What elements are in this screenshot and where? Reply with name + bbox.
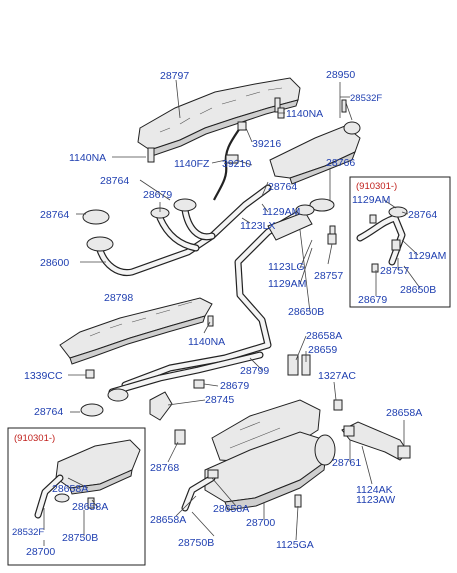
- label-28764-a: 28764: [100, 175, 129, 187]
- label-28659: 28659: [308, 344, 337, 356]
- label-28797: 28797: [160, 70, 189, 82]
- label-28658a-c: 28658A: [150, 514, 186, 526]
- label-28658a-a: 28658A: [306, 330, 342, 342]
- label-1124ak: 1124AK: [356, 484, 393, 496]
- label-28658a-f: 28658A: [72, 501, 108, 513]
- label-1339cc: 1339CC: [24, 370, 63, 382]
- hanger-28659: [287, 354, 343, 411]
- label-1140fz: 1140FZ: [174, 158, 210, 170]
- hanger-bracket-28761: [341, 421, 411, 461]
- inset-box-910301-left: [7, 427, 146, 566]
- label-inset-28764: 28764: [408, 209, 437, 221]
- label-28766: 28766: [326, 157, 355, 169]
- part-labels: 28797 28950 28532F 1140NA 1140NA 39216 1…: [12, 69, 446, 558]
- label-28650b-a: 28650B: [288, 306, 324, 318]
- label-date-inset-right: (910301-): [356, 181, 397, 192]
- inset-right-parts: [356, 206, 408, 273]
- label-28600: 28600: [40, 257, 69, 269]
- label-28750b-b: 28750B: [62, 532, 98, 544]
- label-28679-b: 28679: [220, 380, 249, 392]
- label-28764-d: 28764: [34, 406, 63, 418]
- label-28658a-d: 28658A: [213, 503, 249, 515]
- label-1140na-mid: 1140NA: [188, 336, 225, 348]
- label-1125ga: 1125GA: [276, 539, 314, 551]
- label-1123aw: 1123AW: [356, 494, 395, 506]
- label-28799: 28799: [240, 365, 269, 377]
- label-date-inset-left: (910301-): [14, 433, 55, 444]
- label-28532f-top: 28532F: [350, 93, 382, 104]
- heat-shield-28797: [137, 77, 301, 163]
- label-inset-1129am-b: 1129AM: [408, 250, 446, 262]
- leader-lines: [43, 79, 421, 546]
- label-28768: 28768: [150, 462, 179, 474]
- gasket-28764: [80, 403, 104, 417]
- rear-pipe-28799: [85, 351, 264, 421]
- main-muffler-28700: [174, 399, 336, 512]
- label-28798: 28798: [104, 292, 133, 304]
- label-28750b-a: 28750B: [178, 537, 214, 549]
- label-39210: 39210: [222, 158, 251, 170]
- label-28658a-e: 28658A: [52, 483, 88, 495]
- label-28658a-b: 28658A: [386, 407, 422, 419]
- label-28950: 28950: [326, 69, 355, 81]
- catalytic-converter-28950: [269, 99, 361, 185]
- center-pipe-28650b: [121, 198, 337, 389]
- label-1327ac: 1327AC: [318, 370, 356, 382]
- label-39216: 39216: [252, 138, 281, 150]
- label-1123lx: 1123LX: [240, 220, 275, 232]
- label-inset-1129am: 1129AM: [352, 194, 390, 206]
- heat-shield-28798: [59, 297, 214, 365]
- label-1123lg: 1123LG: [268, 261, 305, 273]
- label-1140na-left: 1140NA: [69, 152, 106, 164]
- label-28745: 28745: [205, 394, 234, 406]
- label-28679-a: 28679: [143, 189, 172, 201]
- label-28700-a: 28700: [246, 517, 275, 529]
- front-pipe-28600: [82, 184, 272, 277]
- label-28757-a: 28757: [314, 270, 343, 282]
- label-28700-b: 28700: [26, 546, 55, 558]
- oxygen-sensor-39210: [213, 121, 247, 201]
- label-28761: 28761: [332, 457, 361, 469]
- label-28532f-b: 28532F: [12, 527, 44, 538]
- inset-box-910301-right: [349, 176, 451, 308]
- label-inset-28757: 28757: [380, 265, 409, 277]
- label-inset-28650b: 28650B: [400, 284, 436, 296]
- inset-left-parts: [34, 439, 141, 519]
- label-28764-b: 28764: [268, 181, 297, 193]
- label-1140na-top: 1140NA: [286, 108, 323, 120]
- label-1129am-b: 1129AM: [268, 278, 306, 290]
- label-inset-28679: 28679: [358, 294, 387, 306]
- label-1129am-a: 1129AM: [262, 206, 300, 218]
- label-28764-c: 28764: [40, 209, 69, 221]
